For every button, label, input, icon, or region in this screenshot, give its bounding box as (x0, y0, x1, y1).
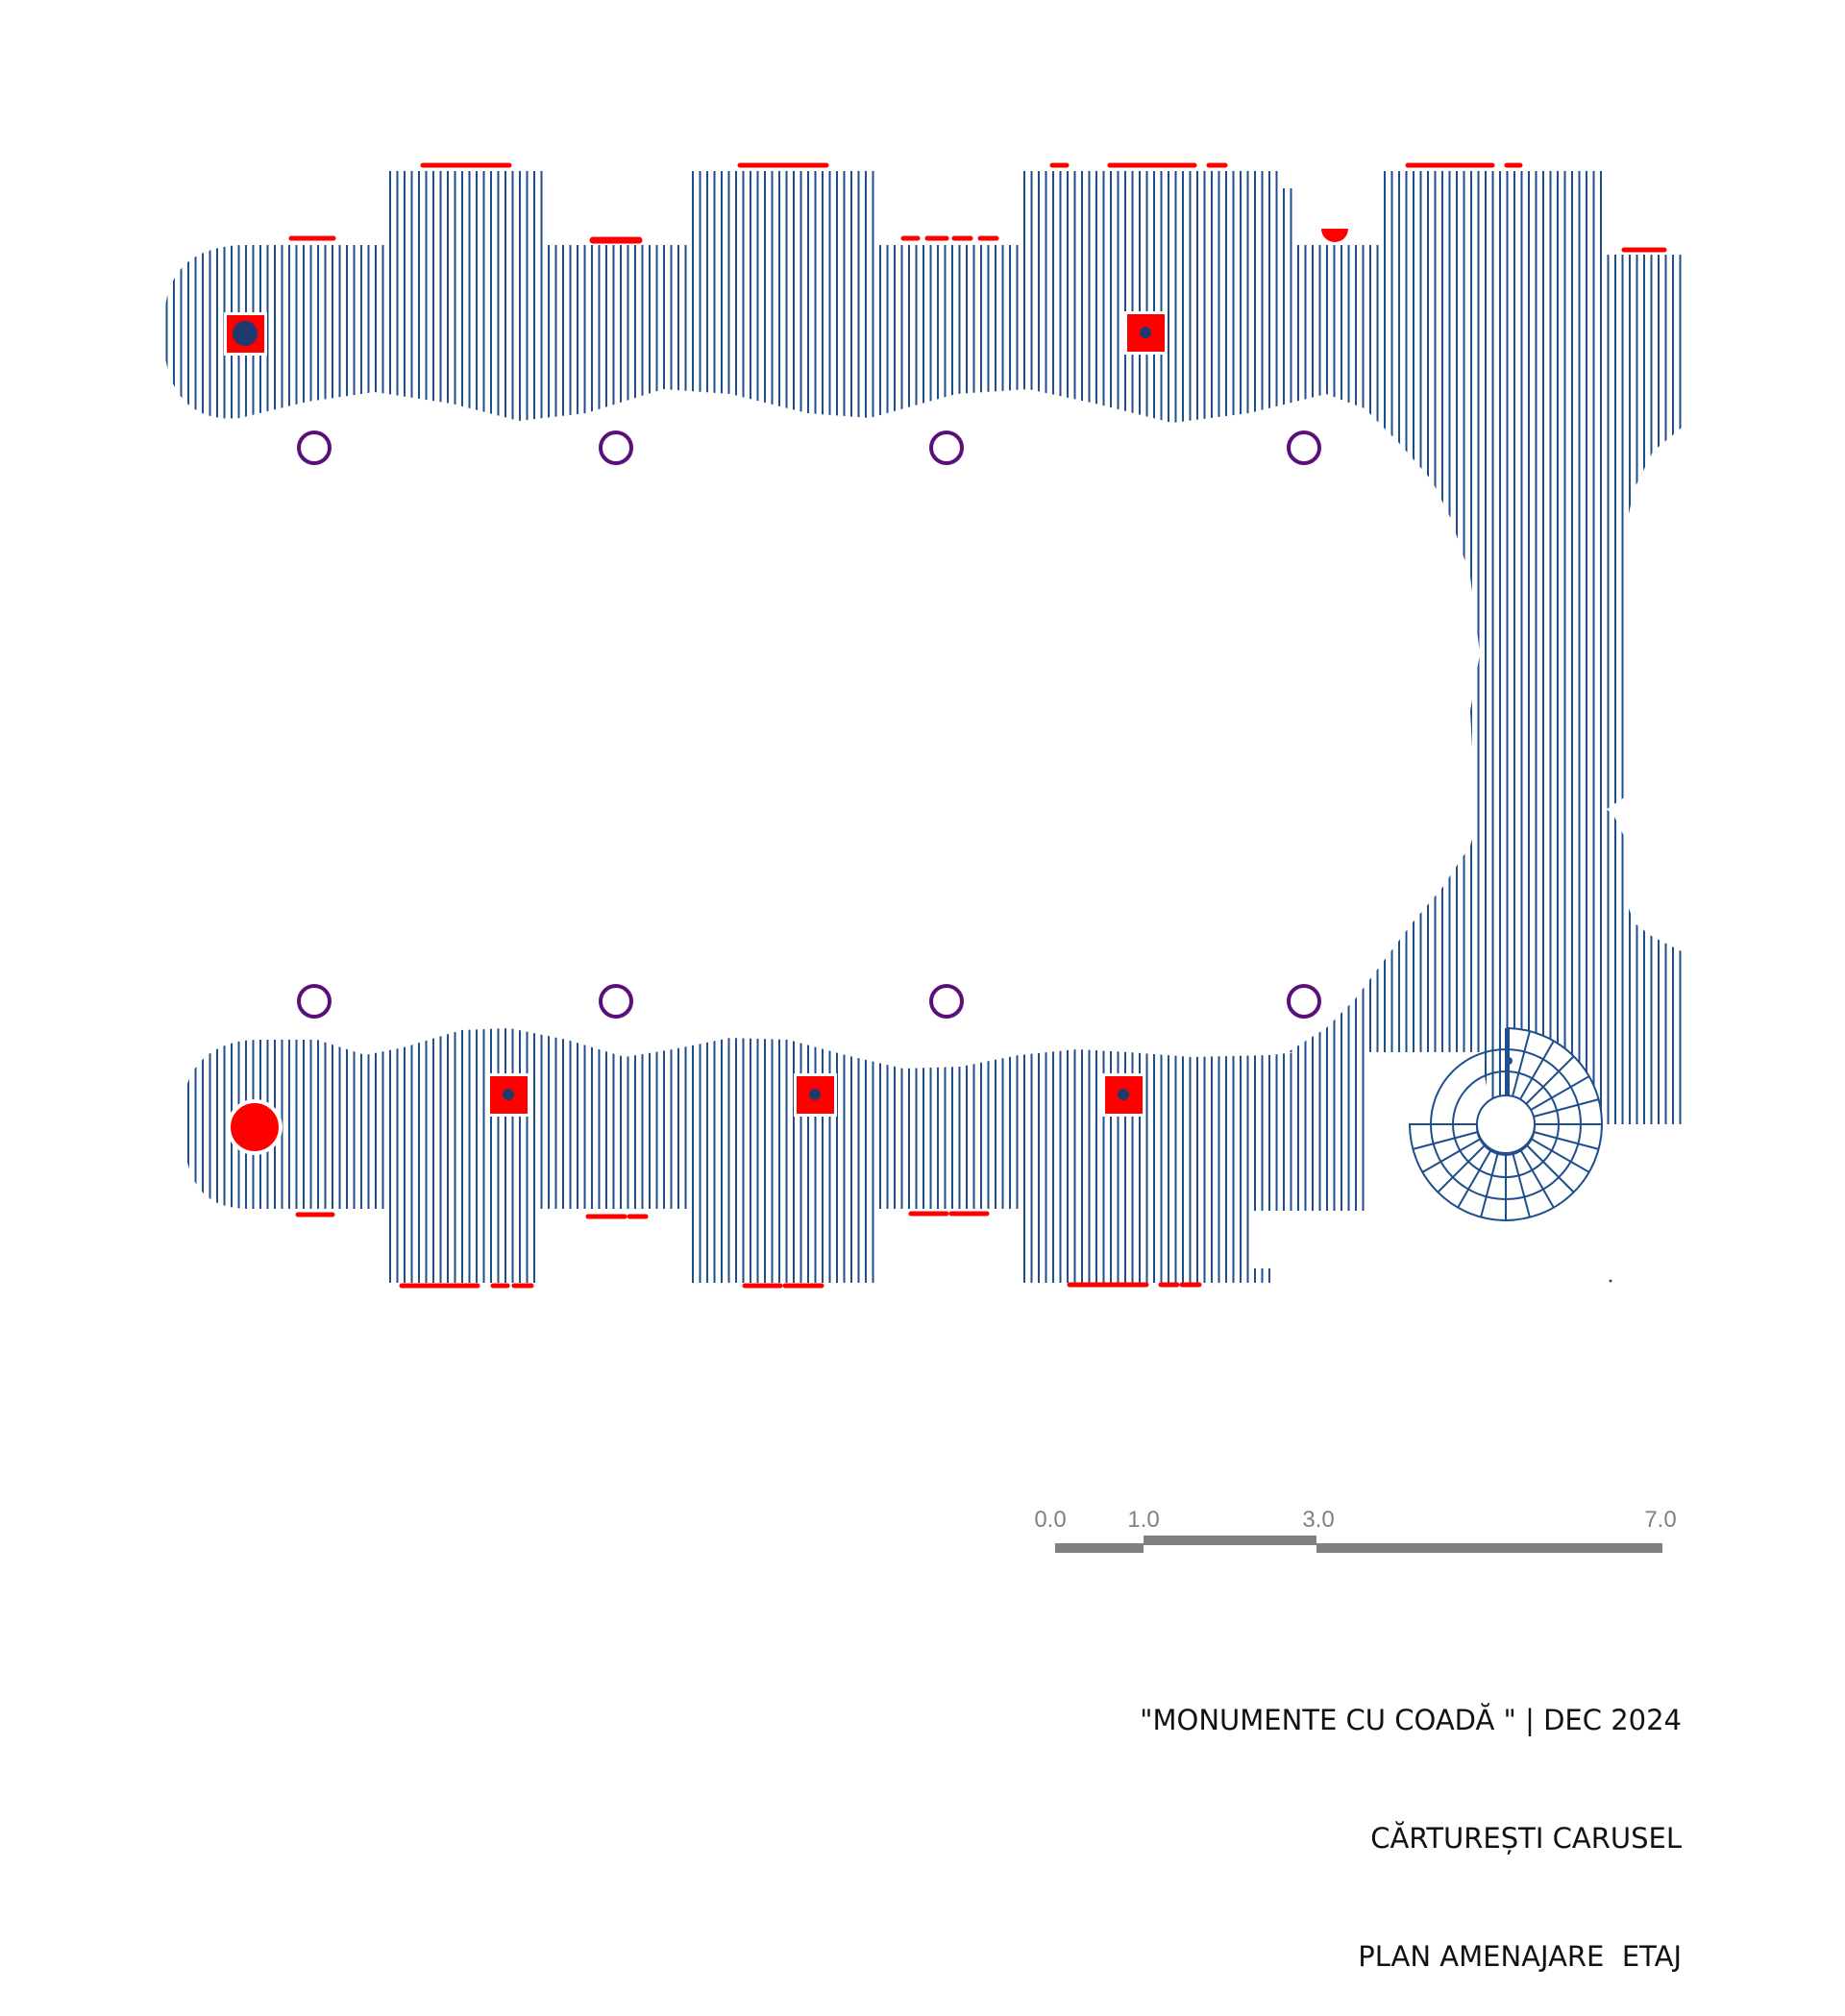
scale-bar (1055, 1536, 1662, 1553)
column-ring-icon (297, 430, 332, 465)
scale-label-0: 0.0 (1034, 1507, 1067, 1533)
drawing-name: PLAN AMENAJARE ETAJ (1358, 1940, 1682, 1973)
scale-label-7: 7.0 (1644, 1507, 1677, 1533)
shelf-markers-bottom (295, 1211, 1202, 1289)
column-ring-icon (1287, 430, 1321, 465)
square-post-icon (224, 312, 267, 356)
square-post-icon (1124, 311, 1168, 355)
square-post-icon (1102, 1073, 1145, 1117)
scale-label-1: 1.0 (1127, 1507, 1160, 1533)
square-post-icon (487, 1073, 530, 1117)
column-ring-icon (599, 430, 633, 465)
scale-label-3: 3.0 (1302, 1507, 1335, 1533)
title-block: "MONUMENTE CU COADĂ " | DEC 2024 CĂRTURE… (1140, 1622, 1682, 2016)
column-ring-icon (1287, 984, 1321, 1019)
column-ring-icon (599, 984, 633, 1019)
venue-name: CĂRTUREȘTI CARUSEL (1370, 1822, 1682, 1855)
floor-plan (163, 162, 1682, 1553)
tiny-dot (1609, 1279, 1612, 1283)
half-round-fixture (1321, 229, 1348, 242)
spiral-stair-icon (1408, 1026, 1603, 1221)
column-rings (297, 430, 1321, 1019)
column-ring-icon (929, 430, 964, 465)
square-post-icon (794, 1073, 837, 1117)
project-title: "MONUMENTE CU COADĂ " | DEC 2024 (1140, 1704, 1682, 1736)
column-ring-icon (929, 984, 964, 1019)
round-fixture-icon (227, 1099, 283, 1155)
shelf-markers-top (288, 162, 1667, 253)
column-ring-icon (297, 984, 332, 1019)
